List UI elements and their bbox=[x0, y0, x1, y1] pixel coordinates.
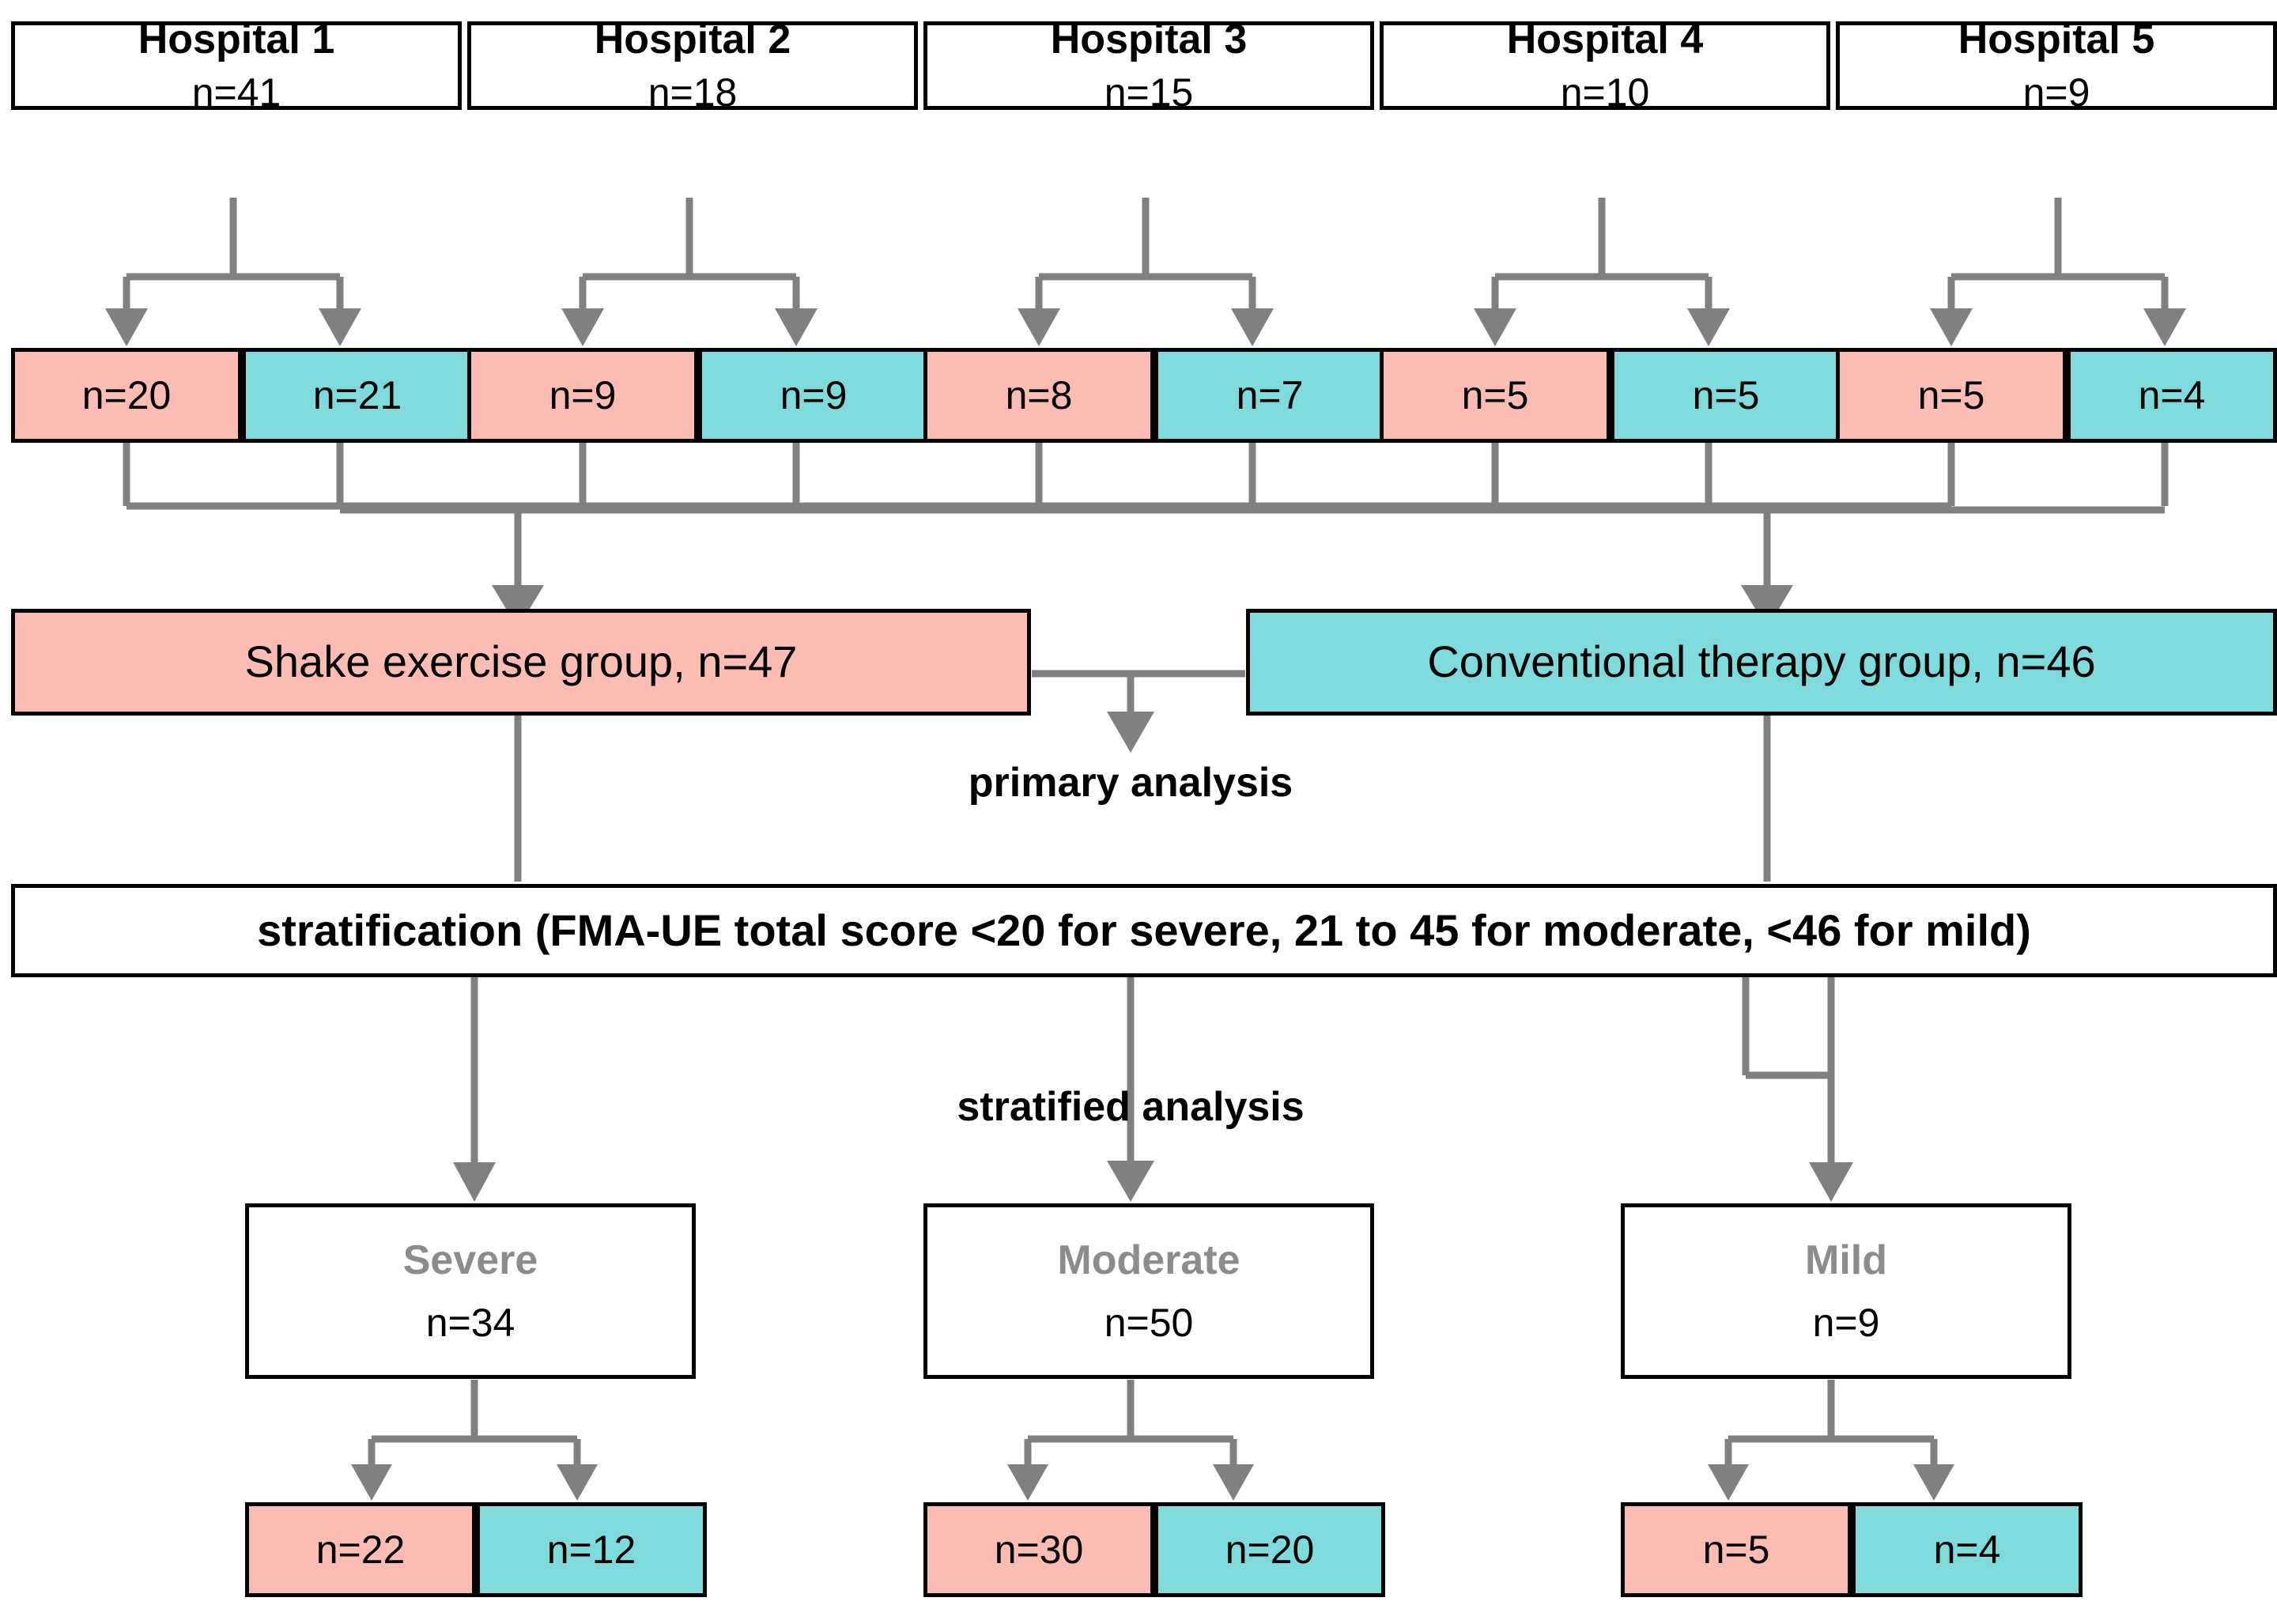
allocation-box-h5-shake[interactable]: n=5 bbox=[1836, 348, 2067, 443]
hospital-name: Hospital 4 bbox=[1506, 16, 1704, 62]
allocation-box-h1-conventional[interactable]: n=21 bbox=[242, 348, 473, 443]
hospital-box-3[interactable]: Hospital 3 n=15 bbox=[923, 17, 1374, 115]
allocation-count: n=9 bbox=[549, 373, 617, 417]
moderate-conventional-box[interactable]: n=20 bbox=[1154, 1502, 1385, 1597]
hospital-count: n=10 bbox=[1560, 70, 1650, 115]
hospital-count: n=18 bbox=[648, 70, 738, 115]
severe-shake-box[interactable]: n=22 bbox=[245, 1502, 476, 1597]
group-label: Conventional therapy group, n=46 bbox=[1427, 636, 2096, 687]
hospital-box-4[interactable]: Hospital 4 n=10 bbox=[1380, 17, 1830, 115]
shake-exercise-group-box[interactable]: Shake exercise group, n=47 bbox=[11, 609, 1031, 716]
allocation-count: n=4 bbox=[2138, 373, 2206, 417]
conventional-therapy-group-box[interactable]: Conventional therapy group, n=46 bbox=[1246, 609, 2277, 716]
allocation-count: n=5 bbox=[1692, 373, 1760, 417]
hospital-box-1[interactable]: Hospital 1 n=41 bbox=[11, 17, 462, 115]
allocation-box-h3-shake[interactable]: n=8 bbox=[923, 348, 1154, 443]
severe-conventional-box[interactable]: n=12 bbox=[476, 1502, 707, 1597]
severity-box-mild[interactable]: Mild n=9 bbox=[1621, 1203, 2071, 1379]
allocation-box-h1-shake[interactable]: n=20 bbox=[11, 348, 242, 443]
moderate-shake-box[interactable]: n=30 bbox=[923, 1502, 1154, 1597]
severity-box-moderate[interactable]: Moderate n=50 bbox=[923, 1203, 1374, 1379]
mild-conventional-box[interactable]: n=4 bbox=[1852, 1502, 2083, 1597]
severity-label: Mild bbox=[1805, 1237, 1887, 1283]
primary-analysis-caption: primary analysis bbox=[968, 760, 1293, 806]
severity-box-severe[interactable]: Severe n=34 bbox=[245, 1203, 696, 1379]
mild-shake-box[interactable]: n=5 bbox=[1621, 1502, 1852, 1597]
allocation-count: n=5 bbox=[1917, 373, 1985, 417]
allocation-box-h5-conventional[interactable]: n=4 bbox=[2067, 348, 2277, 443]
hospital-box-5[interactable]: Hospital 5 n=9 bbox=[1836, 17, 2277, 115]
allocation-count: n=7 bbox=[1236, 373, 1304, 417]
allocation-count: n=9 bbox=[780, 373, 848, 417]
allocation-box-h2-conventional[interactable]: n=9 bbox=[698, 348, 929, 443]
hospital-name: Hospital 5 bbox=[1958, 16, 2155, 62]
hospital-name: Hospital 3 bbox=[1050, 16, 1248, 62]
arm-count: n=22 bbox=[315, 1528, 406, 1572]
allocation-count: n=20 bbox=[81, 373, 172, 417]
allocation-box-h4-conventional[interactable]: n=5 bbox=[1611, 348, 1841, 443]
allocation-count: n=21 bbox=[312, 373, 402, 417]
allocation-box-h3-conventional[interactable]: n=7 bbox=[1154, 348, 1385, 443]
stratified-analysis-caption: stratified analysis bbox=[957, 1084, 1305, 1130]
arm-count: n=4 bbox=[1933, 1528, 2001, 1572]
hospital-box-2[interactable]: Hospital 2 n=18 bbox=[467, 17, 918, 115]
hospital-name: Hospital 1 bbox=[138, 16, 335, 62]
severity-count: n=34 bbox=[425, 1301, 515, 1346]
arm-count: n=12 bbox=[546, 1528, 636, 1572]
allocation-count: n=8 bbox=[1005, 373, 1073, 417]
arm-count: n=5 bbox=[1702, 1528, 1770, 1572]
arm-count: n=30 bbox=[994, 1528, 1084, 1572]
hospital-name: Hospital 2 bbox=[594, 16, 791, 62]
hospital-count: n=41 bbox=[191, 70, 281, 115]
hospital-count: n=9 bbox=[2022, 70, 2090, 115]
stratification-box[interactable]: stratification (FMA-UE total score <20 f… bbox=[11, 884, 2277, 977]
allocation-box-h4-shake[interactable]: n=5 bbox=[1380, 348, 1611, 443]
severity-count: n=50 bbox=[1104, 1301, 1194, 1346]
stratification-text: stratification (FMA-UE total score <20 f… bbox=[257, 905, 2031, 955]
group-label: Shake exercise group, n=47 bbox=[244, 636, 798, 687]
allocation-count: n=5 bbox=[1461, 373, 1529, 417]
severity-label: Severe bbox=[402, 1237, 538, 1283]
allocation-box-h2-shake[interactable]: n=9 bbox=[467, 348, 698, 443]
arm-count: n=20 bbox=[1225, 1528, 1315, 1572]
hospital-count: n=15 bbox=[1104, 70, 1194, 115]
severity-label: Moderate bbox=[1057, 1237, 1240, 1283]
severity-count: n=9 bbox=[1812, 1301, 1880, 1346]
